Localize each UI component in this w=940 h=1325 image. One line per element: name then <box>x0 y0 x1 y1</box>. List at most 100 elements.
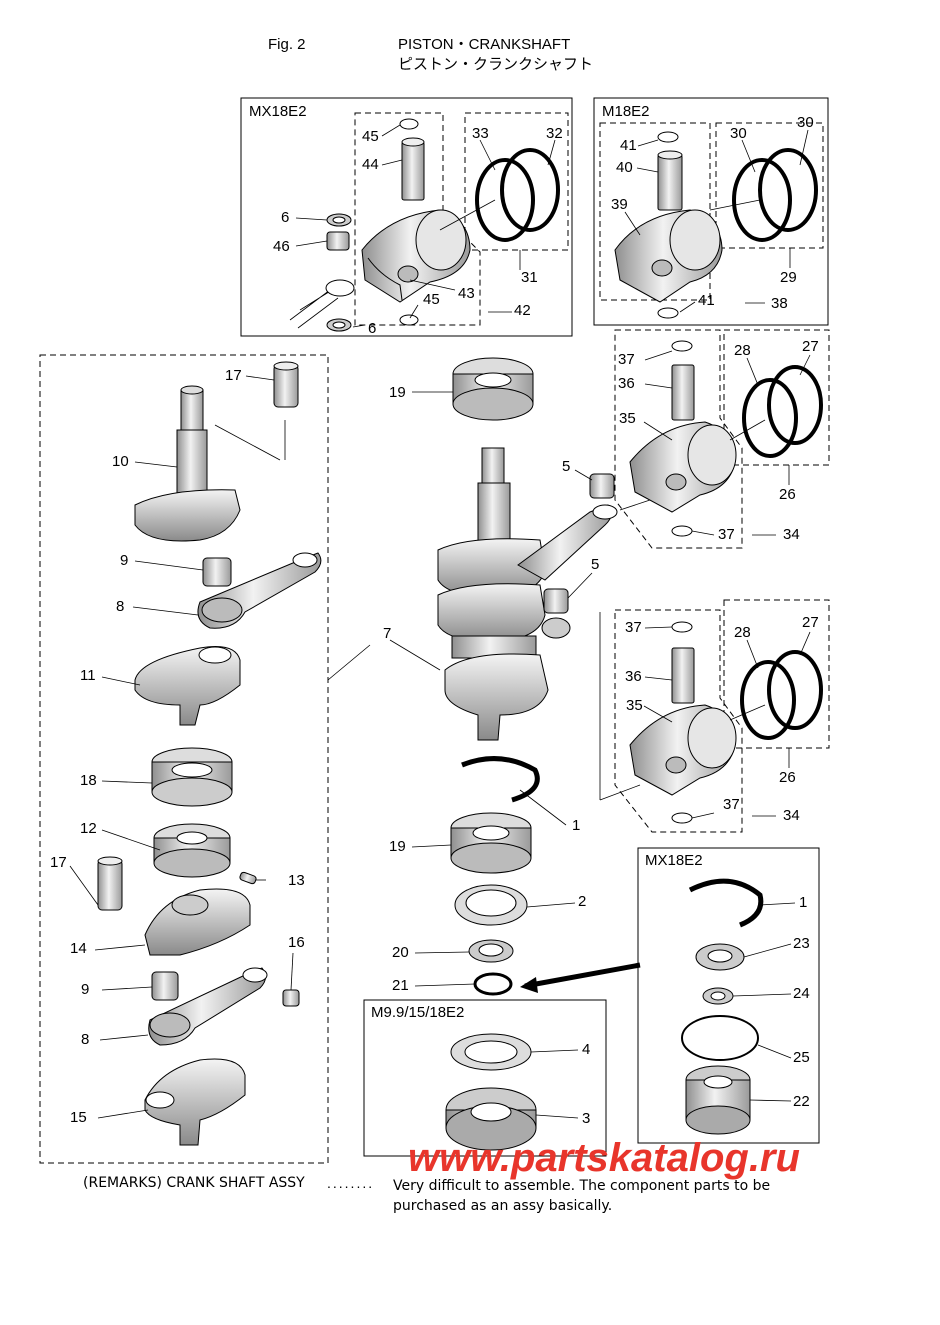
box-rings-31 <box>464 112 569 251</box>
box-label-m18e2: M18E2 <box>602 103 650 120</box>
callout[interactable]: 21 <box>392 977 409 994</box>
callout[interactable]: 2 <box>578 893 587 910</box>
remarks-text: Very difficult to assemble. The componen… <box>393 1176 770 1216</box>
callout[interactable]: 41 <box>620 137 637 154</box>
callout[interactable]: 12 <box>80 820 97 837</box>
callout[interactable]: 5 <box>591 556 600 573</box>
arrow-head <box>520 977 538 993</box>
callout[interactable]: 37 <box>618 351 635 368</box>
box-rings-26-top <box>723 329 830 466</box>
crank-assy-parts <box>97 361 322 1146</box>
callout[interactable]: 39 <box>611 196 628 213</box>
callout[interactable]: 11 <box>80 667 96 684</box>
callout[interactable]: 32 <box>546 125 563 142</box>
callout[interactable]: 35 <box>626 697 643 714</box>
callout[interactable]: 19 <box>389 384 406 401</box>
piston-34-top-parts <box>629 340 823 537</box>
figure-number: Fig. 2 <box>268 36 306 53</box>
callout[interactable]: 14 <box>70 940 87 957</box>
callout[interactable]: 9 <box>81 981 90 998</box>
callout[interactable]: 23 <box>793 935 810 952</box>
callout[interactable]: 9 <box>120 552 129 569</box>
callout[interactable]: 1 <box>799 894 808 911</box>
callout[interactable]: 17 <box>50 854 67 871</box>
callout[interactable]: 27 <box>802 338 819 355</box>
remarks-label: (REMARKS) CRANK SHAFT ASSY <box>83 1175 305 1191</box>
callout[interactable]: 25 <box>793 1049 810 1066</box>
callout[interactable]: 28 <box>734 342 751 359</box>
callout[interactable]: 26 <box>779 486 796 503</box>
callout[interactable]: 43 <box>458 285 475 302</box>
callout[interactable]: 18 <box>80 772 97 789</box>
callout[interactable]: 29 <box>780 269 797 286</box>
callout[interactable]: 19 <box>389 838 406 855</box>
box-rings-29 <box>715 122 824 249</box>
box-mx18e2-seal <box>637 847 820 1144</box>
box-crank-assy <box>39 354 329 1164</box>
remarks-line-2: purchased as an assy basically. <box>393 1198 613 1214</box>
callout[interactable]: 30 <box>730 125 747 142</box>
box-piston-34-top <box>614 329 743 549</box>
callout[interactable]: 16 <box>288 934 305 951</box>
callout[interactable]: 6 <box>368 320 377 337</box>
remarks-line-1: Very difficult to assemble. The componen… <box>393 1178 771 1194</box>
callout[interactable]: 7 <box>383 625 392 642</box>
mx18e2-seal-parts <box>681 878 764 1135</box>
watermark: www.partskatalog.ru <box>408 1136 800 1180</box>
box-piston-34-bot <box>614 609 743 833</box>
callout[interactable]: 45 <box>362 128 379 145</box>
callout[interactable]: 1 <box>572 817 581 834</box>
box-label-m9-seal: M9.9/15/18E2 <box>371 1004 465 1021</box>
callout[interactable]: 15 <box>70 1109 87 1126</box>
callout[interactable]: 26 <box>779 769 796 786</box>
callout[interactable]: 34 <box>783 807 800 824</box>
callout[interactable]: 42 <box>514 302 531 319</box>
callout[interactable]: 36 <box>618 375 635 392</box>
pointer-arrow <box>524 962 641 989</box>
callout[interactable]: 37 <box>625 619 642 636</box>
box-piston-43 <box>354 112 481 326</box>
callout[interactable]: 27 <box>802 614 819 631</box>
callout[interactable]: 36 <box>625 668 642 685</box>
callout[interactable]: 3 <box>582 1110 591 1127</box>
callout[interactable]: 35 <box>619 410 636 427</box>
leader-lines <box>69 124 811 1119</box>
callout[interactable]: 8 <box>81 1031 90 1048</box>
figure-title: PISTON・CRANKSHAFT <box>398 36 571 53</box>
callout[interactable]: 24 <box>793 985 810 1002</box>
callout[interactable]: 17 <box>225 367 242 384</box>
box-label-mx18e2-seal: MX18E2 <box>645 852 703 869</box>
box-m9-seal <box>363 999 607 1157</box>
box-rings-26-bot <box>723 599 830 749</box>
callout[interactable]: 5 <box>562 458 571 475</box>
callout[interactable]: 37 <box>723 796 740 813</box>
callout[interactable]: 46 <box>273 238 290 255</box>
figure-title-jp: ピストン・クランクシャフト <box>398 55 594 73</box>
mx18e2-piston-parts <box>289 118 560 332</box>
callout[interactable]: 33 <box>472 125 489 142</box>
box-mx18e2-piston <box>240 97 573 337</box>
callout[interactable]: 8 <box>116 598 125 615</box>
callout[interactable]: 10 <box>112 453 129 470</box>
crankshaft-parts <box>437 357 618 1151</box>
box-label-mx18e2: MX18E2 <box>249 103 307 120</box>
callout[interactable]: 34 <box>783 526 800 543</box>
callout[interactable]: 28 <box>734 624 751 641</box>
remarks-dots: ........ <box>327 1175 375 1191</box>
callout[interactable]: 30 <box>797 114 814 131</box>
callout[interactable]: 22 <box>793 1093 810 1110</box>
m18e2-piston-parts <box>614 131 818 319</box>
callout[interactable]: 44 <box>362 156 379 173</box>
callout[interactable]: 20 <box>392 944 409 961</box>
callout[interactable]: 40 <box>616 159 633 176</box>
callout[interactable]: 6 <box>281 209 290 226</box>
callout[interactable]: 45 <box>423 291 440 308</box>
callout[interactable]: 4 <box>582 1041 591 1058</box>
piston-34-bottom-parts <box>629 621 823 824</box>
callout[interactable]: 41 <box>698 292 715 309</box>
callout[interactable]: 13 <box>288 872 305 889</box>
callout[interactable]: 31 <box>521 269 538 286</box>
callout[interactable]: 37 <box>718 526 735 543</box>
callout[interactable]: 38 <box>771 295 788 312</box>
